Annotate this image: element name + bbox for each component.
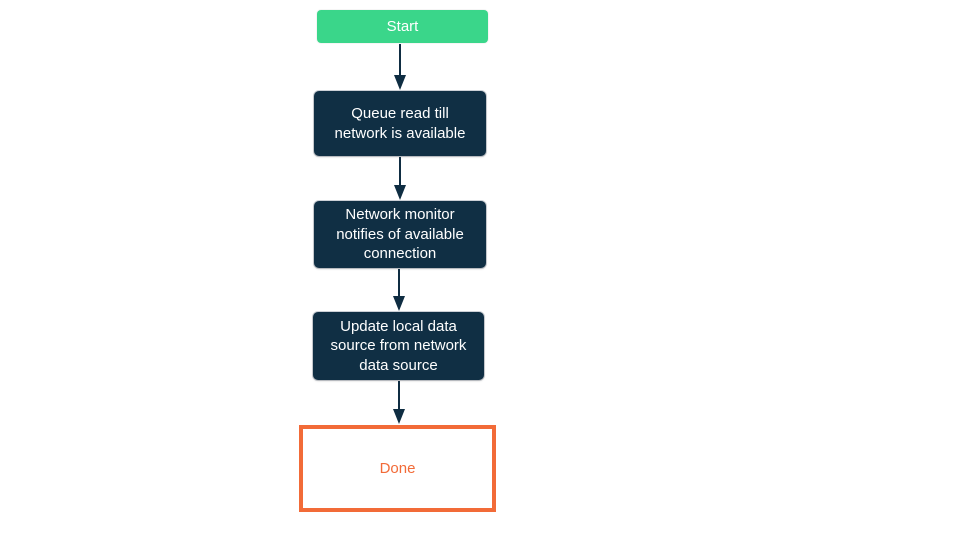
- arrowhead-icon: [394, 75, 406, 90]
- edge-update-local-to-done: [393, 381, 405, 424]
- node-done-label: Done: [379, 460, 416, 477]
- edge-network-monitor-to-update-local: [393, 269, 405, 311]
- node-queue-read[interactable]: Queue read till network is available: [314, 91, 486, 156]
- arrowhead-icon: [393, 296, 405, 311]
- node-done[interactable]: Done: [299, 425, 496, 512]
- node-update-local-data-source[interactable]: Update local data source from network da…: [313, 312, 484, 380]
- node-start-label: Start: [386, 18, 419, 35]
- arrowhead-icon: [393, 409, 405, 424]
- edge-queue-read-to-network-monitor: [394, 157, 406, 200]
- node-network-monitor[interactable]: Network monitor notifies of available co…: [314, 201, 486, 268]
- node-start[interactable]: Start: [317, 10, 488, 43]
- edge-start-to-queue-read: [394, 44, 406, 90]
- arrowhead-icon: [394, 185, 406, 200]
- node-update-local-data-source-label: Update local data source from network da…: [330, 317, 467, 374]
- node-network-monitor-label: Network monitor notifies of available co…: [336, 206, 464, 263]
- node-queue-read-label: Queue read till network is available: [334, 105, 466, 142]
